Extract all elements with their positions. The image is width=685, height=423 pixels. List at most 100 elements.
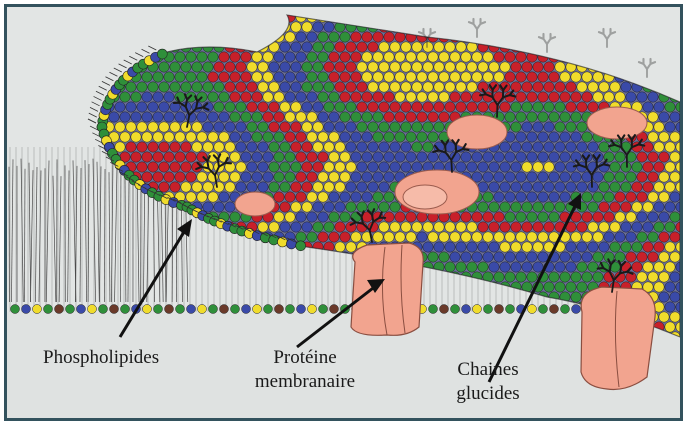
phospholipid-head-icon xyxy=(346,202,356,212)
phospholipid-head-icon xyxy=(252,132,262,142)
phospholipid-head-icon xyxy=(604,212,614,222)
phospholipid-head-icon xyxy=(66,305,75,314)
phospholipid-head-icon xyxy=(307,152,317,162)
phospholipid-head-icon xyxy=(665,142,675,152)
phospholipid-head-icon xyxy=(153,12,163,22)
phospholipid-head-icon xyxy=(379,202,389,212)
phospholipid-head-icon xyxy=(522,7,532,12)
phospholipid-head-icon xyxy=(571,52,581,62)
phospholipid-head-icon xyxy=(505,252,515,262)
phospholipid-head-icon xyxy=(274,152,284,162)
phospholipid-head-icon xyxy=(159,102,169,112)
phospholipid-head-icon xyxy=(560,72,570,82)
phospholipid-head-icon xyxy=(296,132,306,142)
phospholipid-head-icon xyxy=(456,262,466,272)
phospholipid-head-icon xyxy=(335,182,345,192)
phospholipid-head-icon xyxy=(593,172,603,182)
phospholipid-head-icon xyxy=(528,305,537,314)
phospholipid-head-icon xyxy=(621,162,631,172)
phospholipid-head-icon xyxy=(131,12,141,22)
phospholipid-head-icon xyxy=(263,172,273,182)
phospholipid-head-icon xyxy=(670,272,680,282)
phospholipid-head-icon xyxy=(478,202,488,212)
phospholipid-head-icon xyxy=(676,82,680,92)
phospholipid-head-icon xyxy=(280,102,290,112)
phospholipid-head-icon xyxy=(588,82,598,92)
phospholipid-head-icon xyxy=(98,32,108,42)
phospholipid-head-icon xyxy=(131,32,141,42)
phospholipid-head-icon xyxy=(357,162,367,172)
phospholipid-head-icon xyxy=(357,102,367,112)
phospholipid-head-icon xyxy=(307,232,317,242)
phospholipid-head-icon xyxy=(219,112,229,122)
phospholipid-head-icon xyxy=(148,162,158,172)
phospholipid-head-icon xyxy=(329,132,339,142)
phospholipid-head-icon xyxy=(153,132,163,142)
phospholipid-head-icon xyxy=(527,152,537,162)
phospholipid-head-icon xyxy=(324,7,334,12)
phospholipid-head-icon xyxy=(417,52,427,62)
phospholipid-head-icon xyxy=(220,305,229,314)
phospholipid-head-icon xyxy=(670,72,680,82)
phospholipid-head-icon xyxy=(137,22,147,32)
phospholipid-head-icon xyxy=(637,172,647,182)
phospholipid-head-icon xyxy=(588,22,598,32)
phospholipid-head-icon xyxy=(263,52,273,62)
phospholipid-head-icon xyxy=(197,192,207,202)
phospholipid-head-icon xyxy=(176,305,185,314)
phospholipid-head-icon xyxy=(489,62,499,72)
phospholipid-head-icon xyxy=(192,7,202,12)
phospholipid-head-icon xyxy=(230,112,240,122)
phospholipid-head-icon xyxy=(571,12,581,22)
phospholipid-head-icon xyxy=(670,312,680,322)
phospholipid-head-icon xyxy=(428,252,438,262)
phospholipid-head-icon xyxy=(544,282,554,292)
phospholipid-head-icon xyxy=(522,142,532,152)
phospholipid-head-icon xyxy=(533,62,543,72)
phospholipid-head-icon xyxy=(670,132,680,142)
phospholipid-head-icon xyxy=(357,7,367,12)
phospholipid-head-icon xyxy=(126,122,136,132)
phospholipid-head-icon xyxy=(654,62,664,72)
phospholipid-head-icon xyxy=(467,102,477,112)
phospholipid-head-icon xyxy=(626,32,636,42)
phospholipid-head-icon xyxy=(533,182,543,192)
phospholipid-head-icon xyxy=(274,52,284,62)
phospholipid-head-icon xyxy=(643,142,653,152)
phospholipid-head-icon xyxy=(527,32,537,42)
phospholipid-head-icon xyxy=(665,162,675,172)
phospholipid-head-icon xyxy=(346,102,356,112)
phospholipid-head-icon xyxy=(274,172,284,182)
phospholipid-head-icon xyxy=(181,82,191,92)
phospholipid-head-icon xyxy=(516,32,526,42)
phospholipid-head-icon xyxy=(318,52,328,62)
phospholipid-head-icon xyxy=(670,112,680,122)
phospholipid-head-icon xyxy=(511,142,521,152)
phospholipid-head-icon xyxy=(417,152,427,162)
phospholipid-head-icon xyxy=(214,142,224,152)
phospholipid-head-icon xyxy=(610,42,620,52)
phospholipid-head-icon xyxy=(434,242,444,252)
figure-frame: Phospholipides Protéine membranaire Chai… xyxy=(4,4,683,421)
phospholipid-head-icon xyxy=(329,12,339,22)
phospholipid-head-icon xyxy=(648,152,658,162)
phospholipid-head-icon xyxy=(494,252,504,262)
phospholipid-head-icon xyxy=(384,112,394,122)
phospholipid-head-icon xyxy=(428,92,438,102)
phospholipid-head-icon xyxy=(357,142,367,152)
phospholipid-head-icon xyxy=(445,62,455,72)
phospholipid-head-icon xyxy=(390,62,400,72)
phospholipid-head-icon xyxy=(275,305,284,314)
phospholipid-head-icon xyxy=(252,72,262,82)
phospholipid-head-icon xyxy=(153,112,163,122)
phospholipid-head-icon xyxy=(351,52,361,62)
phospholipid-head-icon xyxy=(637,52,647,62)
phospholipid-head-icon xyxy=(296,52,306,62)
phospholipid-head-icon xyxy=(329,172,339,182)
phospholipid-head-icon xyxy=(285,32,295,42)
phospholipid-head-icon xyxy=(362,192,372,202)
phospholipid-head-icon xyxy=(467,242,477,252)
phospholipid-head-icon xyxy=(197,72,207,82)
phospholipid-head-icon xyxy=(516,232,526,242)
phospholipid-head-icon xyxy=(203,142,213,152)
